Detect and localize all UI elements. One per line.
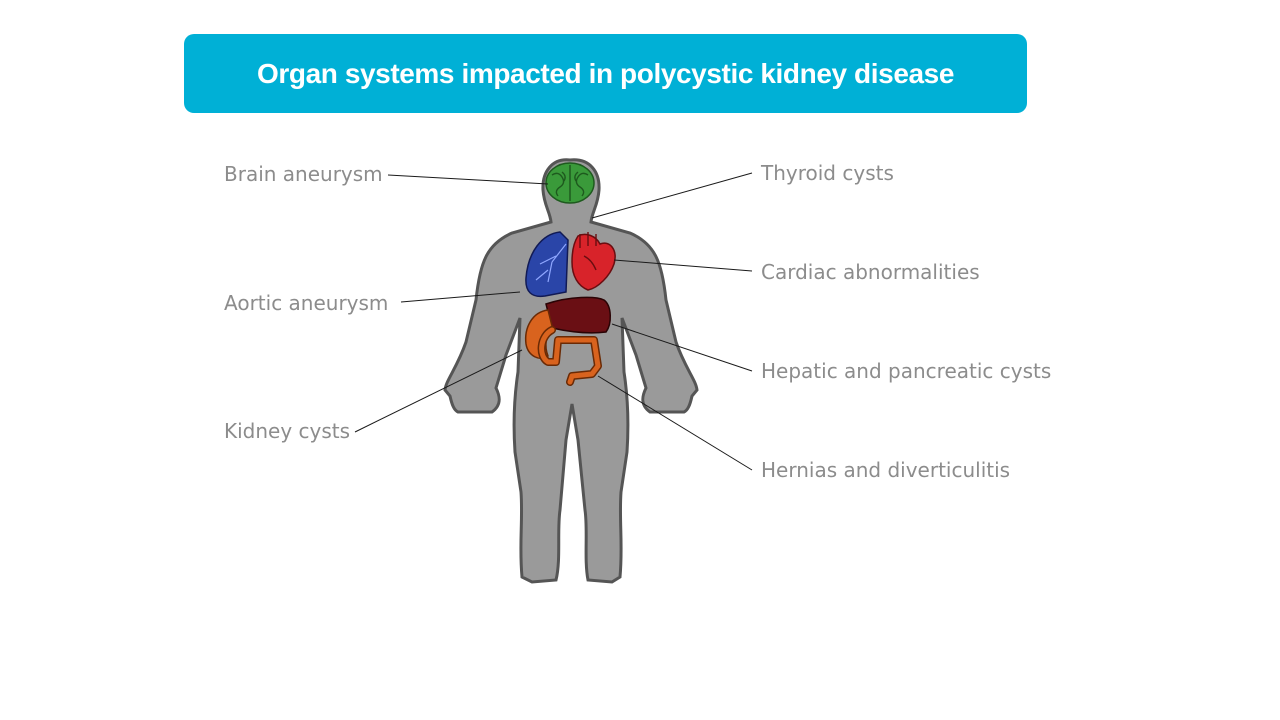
liver-icon — [545, 296, 611, 334]
leader-line-aortic — [400, 291, 521, 303]
brain-icon — [545, 162, 595, 204]
title-banner: Organ systems impacted in polycystic kid… — [184, 34, 1027, 113]
label-thyroid-cysts: Thyroid cysts — [761, 161, 894, 185]
label-aortic-aneurysm: Aortic aneurysm — [224, 291, 389, 315]
leader-line-thyroid — [591, 172, 753, 219]
leader-lines — [354, 172, 753, 471]
label-cardiac-abnormalities: Cardiac abnormalities — [761, 260, 980, 284]
heart-icon — [571, 232, 616, 291]
leader-line-cardiac — [613, 259, 753, 272]
human-body-icon — [443, 158, 699, 584]
label-hernias-diverticulitis: Hernias and diverticulitis — [761, 458, 1011, 482]
leader-line-kidney — [354, 349, 523, 433]
lungs-icon — [525, 231, 569, 298]
intestine-icon — [537, 326, 602, 386]
leader-line-hernias — [597, 375, 753, 471]
leader-line-hepatic — [611, 323, 753, 372]
leader-line-brain — [387, 174, 549, 185]
label-hepatic-pancreatic-cysts: Hepatic and pancreatic cysts — [761, 359, 1052, 383]
label-brain-aneurysm: Brain aneurysm — [224, 162, 383, 186]
label-kidney-cysts: Kidney cysts — [224, 419, 351, 443]
page-title: Organ systems impacted in polycystic kid… — [256, 57, 955, 89]
